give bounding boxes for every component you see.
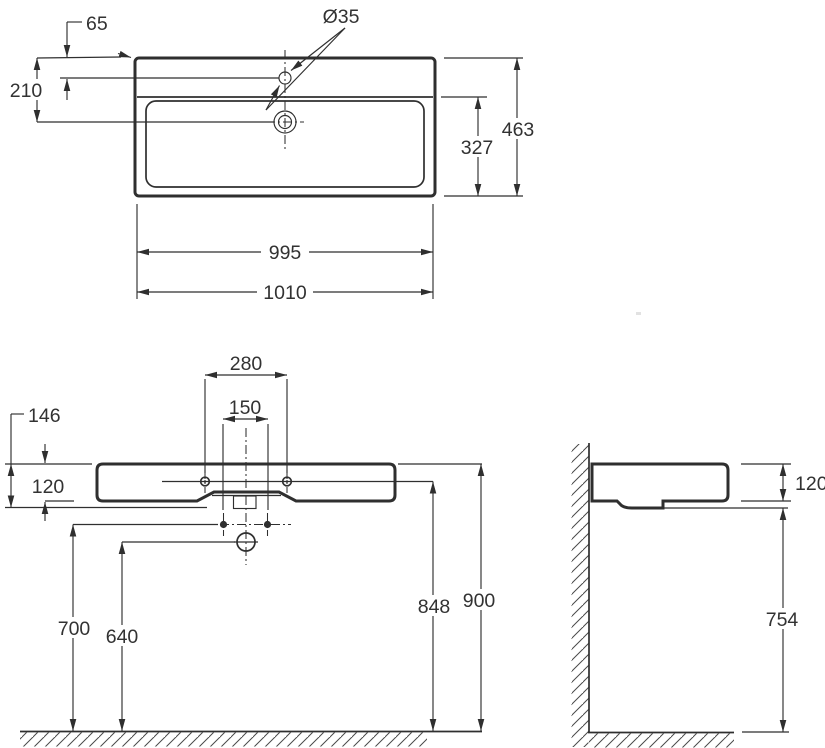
dim-bracket-spacing: 150 (229, 397, 262, 419)
dim-drain-height: 640 (106, 626, 139, 648)
dim-rim-thickness-side: 120 (795, 473, 825, 495)
dim-basin-width: 995 (269, 242, 302, 264)
dim-fixing-hole-height: 848 (418, 596, 451, 618)
dim-drain-offset: 210 (10, 80, 43, 102)
dim-faucet-offset: 65 (86, 13, 108, 35)
print-artifact (636, 312, 641, 315)
fixing-hole-right-dot (285, 480, 289, 483)
front-view: 280 150 700 (5, 353, 502, 747)
side-view-basin-profile (590, 462, 730, 510)
top-edge-arrow (117, 50, 132, 59)
side-view: 120 754 (571, 443, 825, 748)
faucet-dia-arrow-lower (265, 85, 281, 111)
dim-underside-height: 754 (766, 609, 799, 631)
bracket-hole-left (219, 520, 228, 529)
front-view-basin-body (95, 462, 397, 503)
dim-bracket-height: 700 (58, 618, 91, 640)
dim-rim-thickness-front: 120 (32, 476, 65, 498)
wall-hatch (571, 444, 589, 747)
faucet-dia-arrow-upper (290, 27, 346, 71)
fixing-hole-left-dot (203, 480, 207, 483)
drain-stub (232, 495, 257, 510)
dim-overall-width: 1010 (263, 282, 307, 304)
dim-hole-spacing: 280 (230, 353, 263, 375)
front-floor-hatch (20, 732, 427, 747)
side-floor-hatch (589, 733, 734, 748)
dim-rim-height: 900 (463, 590, 496, 612)
fixing-hole-left (199, 476, 211, 487)
bracket-hole-right (263, 520, 272, 529)
fixing-hole-right (281, 476, 293, 487)
dim-depth-with-trap: 146 (28, 405, 61, 427)
ext-top-edge (36, 56, 122, 59)
dim-overall-depth: 463 (502, 119, 535, 141)
dim-faucet-hole-dia: Ø35 (323, 6, 360, 28)
top-view: Ø35 65 210 463 327 995 1010 (4, 6, 540, 304)
dim-basin-depth: 327 (461, 137, 494, 159)
